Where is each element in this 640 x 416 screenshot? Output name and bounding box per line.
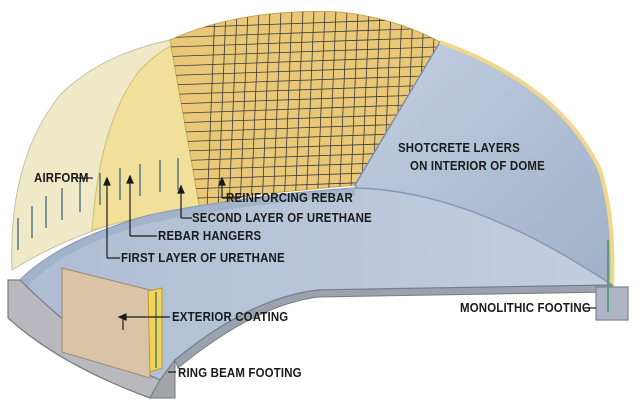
rebar-vertical <box>305 11 315 210</box>
label-ring-beam-footing: RING BEAM FOOTING <box>178 365 302 380</box>
leader-lines <box>77 174 596 373</box>
rebar-grid <box>170 11 440 210</box>
label-exterior-coating: EXTERIOR COATING <box>172 309 289 324</box>
exterior-coating-panel <box>61 267 151 379</box>
label-airform: AIRFORM <box>34 170 89 185</box>
rebar-vertical <box>206 11 216 210</box>
label-shotcrete-line2: ON INTERIOR OF DOME <box>410 158 545 173</box>
rebar-vertical <box>217 11 227 210</box>
rebar-vertical <box>327 11 337 210</box>
rebar-vertical <box>349 11 359 210</box>
rebar-vertical <box>239 11 249 210</box>
rebar-vertical <box>283 11 293 210</box>
label-first-layer-urethane: FIRST LAYER OF URETHANE <box>121 250 285 265</box>
rebar-horizontal <box>170 93 440 105</box>
rebar-vertical <box>228 11 238 210</box>
rebar-hangers-group <box>17 158 179 250</box>
monolithic-footing-shape <box>595 286 629 321</box>
rebar-vertical <box>316 11 326 210</box>
rebar-vertical <box>338 11 348 210</box>
rebar-horizontal <box>170 36 440 48</box>
rebar-horizontal <box>170 27 440 38</box>
rebar-horizontal <box>170 65 440 76</box>
inner-wall-band <box>20 188 355 286</box>
label-second-layer-urethane: SECOND LAYER OF URETHANE <box>192 210 372 225</box>
rebar-horizontal <box>170 55 440 67</box>
label-reinforcing-rebar: REINFORCING REBAR <box>226 190 353 205</box>
label-rebar-hangers: REBAR HANGERS <box>158 228 262 243</box>
rebar-horizontal <box>170 74 440 86</box>
label-monolithic-footing: MONOLITHIC FOOTING <box>460 300 591 315</box>
label-shotcrete-line1: SHOTCRETE LAYERS <box>398 140 520 155</box>
rebar-horizontal <box>170 84 440 95</box>
dome-rim <box>439 40 615 286</box>
urethane-cut-strip <box>147 287 163 373</box>
rebar-vertical <box>294 11 304 210</box>
rebar-horizontal <box>170 46 440 57</box>
